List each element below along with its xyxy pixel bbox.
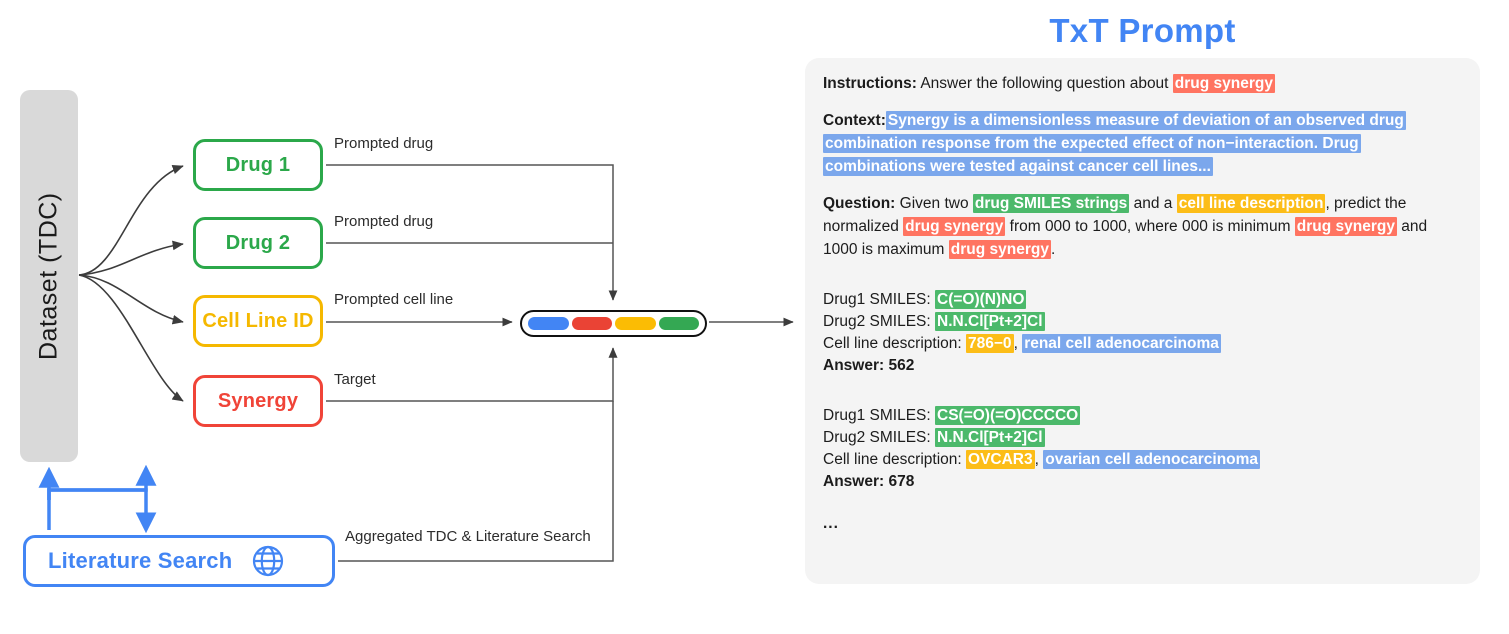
- example-1: Drug1 SMILES: C(=O)(N)NO Drug2 SMILES: N…: [823, 289, 1462, 377]
- example-1-drug2-label: Drug2 SMILES:: [823, 313, 935, 330]
- question-text-5: and 1000 is maximum: [823, 218, 1428, 258]
- example-2-drug2-value: N.N.Cl[Pt+2]Cl: [935, 428, 1045, 447]
- node-drug2[interactable]: Drug 2: [193, 217, 323, 269]
- example-2-cellline-id: OVCAR3: [966, 450, 1035, 469]
- node-cell-line-id-label: Cell Line ID: [202, 309, 314, 332]
- instructions-lead: Instructions:: [823, 75, 917, 92]
- question-text-2: and a: [1129, 195, 1177, 212]
- example-2-cellline-label: Cell line description:: [823, 451, 967, 468]
- example-1-cellline-separator: ,: [1013, 335, 1023, 352]
- example-1-cellline-id: 786−0: [966, 334, 1014, 353]
- question-lead: Question:: [823, 195, 896, 212]
- token-segment-yellow: [615, 317, 656, 330]
- example-1-drug1-label: Drug1 SMILES:: [823, 291, 935, 308]
- example-2-cellline-desc: ovarian cell adenocarcinoma: [1043, 450, 1261, 469]
- node-literature-search[interactable]: Literature Search: [23, 535, 335, 587]
- example-1-drug1-line: Drug1 SMILES: C(=O)(N)NO: [823, 289, 1462, 311]
- node-synergy[interactable]: Synergy: [193, 375, 323, 427]
- example-1-drug2-value: N.N.Cl[Pt+2]Cl: [935, 312, 1045, 331]
- example-2-drug2-label: Drug2 SMILES:: [823, 429, 935, 446]
- token-segment-blue: [528, 317, 569, 330]
- token-sequence-pill: [520, 310, 707, 337]
- prompt-panel: Instructions: Answer the following quest…: [805, 58, 1480, 584]
- node-drug1[interactable]: Drug 1: [193, 139, 323, 191]
- example-2-drug1-line: Drug1 SMILES: CS(=O)(=O)CCCCO: [823, 405, 1462, 427]
- question-text-4: from 000 to 1000, where 000 is minimum: [1005, 218, 1295, 235]
- token-segment-green: [658, 317, 699, 330]
- example-2-cellline-line: Cell line description: OVCAR3, ovarian c…: [823, 449, 1462, 471]
- edge-label-prompted-drug-2: Prompted drug: [334, 213, 434, 230]
- example-1-drug2-line: Drug2 SMILES: N.N.Cl[Pt+2]Cl: [823, 311, 1462, 333]
- edge-label-prompted-cell-line: Prompted cell line: [334, 291, 454, 308]
- pipeline-diagram: Dataset (TDC) Drug 1 Drug 2 Cell Line ID…: [20, 90, 794, 587]
- question-text-1: Given two: [895, 195, 973, 212]
- question-text-3: , predict the normalized: [823, 195, 1407, 235]
- question-text-6: .: [1050, 241, 1056, 258]
- example-2-drug1-label: Drug1 SMILES:: [823, 407, 935, 424]
- instructions-highlight-drug-synergy: drug synergy: [1172, 74, 1275, 93]
- example-2-answer-value: 678: [888, 473, 915, 490]
- node-drug2-label: Drug 2: [225, 231, 291, 254]
- example-1-answer-line: Answer: 562: [823, 355, 1462, 377]
- question-highlight-smiles: drug SMILES strings: [972, 194, 1130, 213]
- diagram-connectors: [38, 164, 794, 562]
- example-1-cellline-label: Cell line description:: [823, 335, 967, 352]
- token-segment-red: [571, 317, 612, 330]
- example-1-answer-value: 562: [888, 357, 915, 374]
- context-lead: Context:: [823, 112, 886, 129]
- example-1-answer-label: Answer:: [823, 357, 889, 374]
- context-block: Context:Synergy is a dimensionless measu…: [823, 109, 1462, 178]
- node-literature-search-label: Literature Search: [48, 548, 233, 573]
- prompt-title: TxT Prompt: [1049, 12, 1236, 49]
- example-2-answer-line: Answer: 678: [823, 471, 1462, 493]
- question-highlight-cell-line: cell line description: [1176, 194, 1326, 213]
- instructions-block: Instructions: Answer the following quest…: [823, 72, 1462, 95]
- dataset-box: [20, 90, 78, 462]
- edge-label-prompted-drug-1: Prompted drug: [334, 135, 434, 152]
- edge-label-target: Target: [334, 371, 376, 388]
- globe-icon: [250, 543, 286, 579]
- node-synergy-label: Synergy: [217, 389, 299, 412]
- node-drug1-label: Drug 1: [225, 153, 291, 176]
- edge-label-aggregated: Aggregated TDC & Literature Search: [345, 528, 591, 545]
- trailing-ellipsis: ...: [823, 515, 839, 532]
- example-1-drug1-value: C(=O)(N)NO: [935, 290, 1027, 309]
- node-cell-line-id[interactable]: Cell Line ID: [193, 295, 323, 347]
- question-highlight-synergy-3: drug synergy: [948, 240, 1051, 259]
- example-1-cellline-line: Cell line description: 786−0, renal cell…: [823, 333, 1462, 355]
- example-2-cellline-separator: ,: [1034, 451, 1044, 468]
- example-2-drug1-value: CS(=O)(=O)CCCCO: [935, 406, 1081, 425]
- context-highlight: Synergy is a dimensionless measure of de…: [823, 111, 1406, 176]
- question-highlight-synergy-2: drug synergy: [1294, 217, 1397, 236]
- dataset-label: Dataset (TDC): [34, 192, 63, 360]
- instructions-text: Answer the following question about: [916, 75, 1173, 92]
- example-2-drug2-line: Drug2 SMILES: N.N.Cl[Pt+2]Cl: [823, 427, 1462, 449]
- example-1-cellline-desc: renal cell adenocarcinoma: [1022, 334, 1221, 353]
- question-highlight-synergy-1: drug synergy: [903, 217, 1006, 236]
- example-2-answer-label: Answer:: [823, 473, 889, 490]
- question-block: Question: Given two drug SMILES strings …: [823, 192, 1462, 261]
- example-2: Drug1 SMILES: CS(=O)(=O)CCCCO Drug2 SMIL…: [823, 405, 1462, 493]
